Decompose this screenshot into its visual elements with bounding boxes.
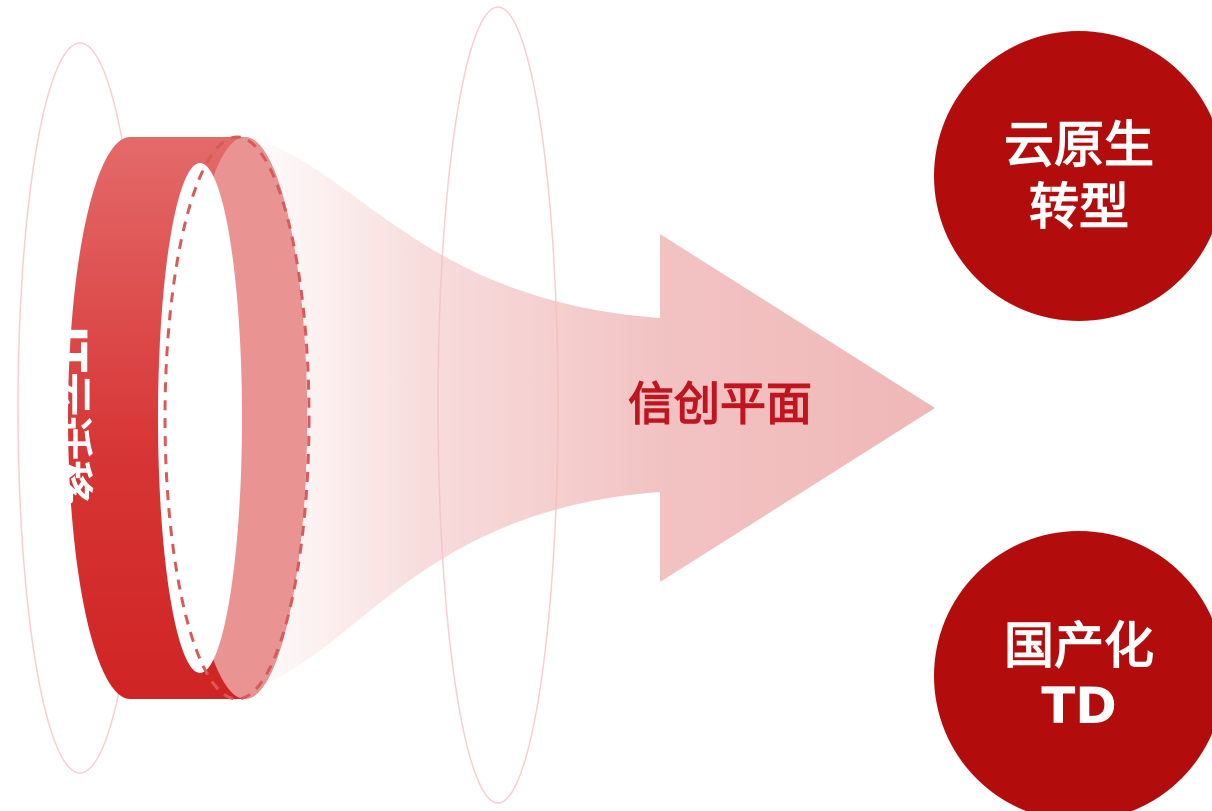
outcome-circle-1 [934,31,1212,321]
arrow-label: 信创平面 [628,377,812,431]
ring-hole [158,163,242,673]
outcome-circle-2 [934,531,1212,811]
outcome-2-line1: 国产化 [1004,617,1154,675]
outcome-circle-localization: 国产化 TD [934,531,1212,811]
ring-label: IT云迁移 [45,326,96,504]
outcome-circle-cloud-native: 云原生 转型 [934,31,1212,321]
funnel-arrow-shape [252,138,935,690]
ring-dashed-rim [163,135,311,701]
outcome-2-line2: TD [1041,677,1117,735]
outcome-1-line1: 云原生 [1004,116,1154,174]
outcome-1-line2: 转型 [1029,178,1129,236]
